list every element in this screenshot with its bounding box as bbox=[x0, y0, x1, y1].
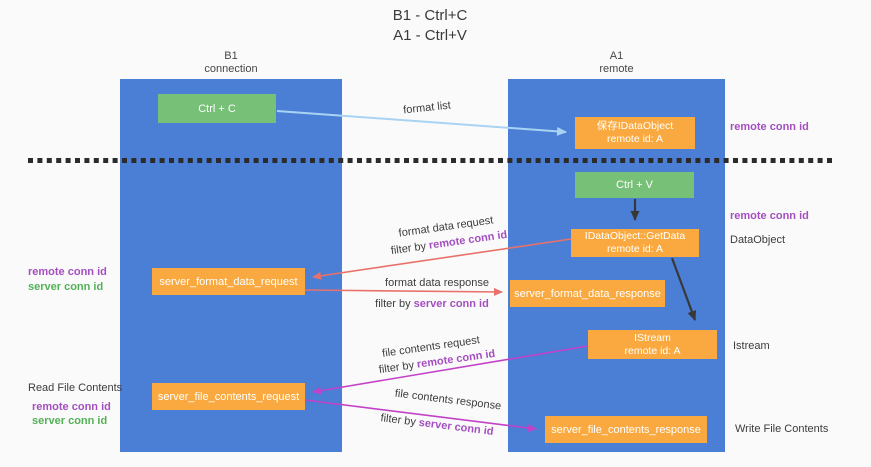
left-column-name: B1 bbox=[224, 50, 238, 62]
title-line-2: A1 - Ctrl+V bbox=[393, 27, 467, 44]
label-remote-conn-id-right-top: remote conn id bbox=[730, 121, 809, 133]
right-column-name: A1 bbox=[609, 50, 624, 62]
server-conn-id-text: server conn id bbox=[418, 416, 495, 438]
label-read-file-contents: Read File Contents bbox=[28, 382, 123, 394]
node-ctrl-c: Ctrl + C bbox=[158, 94, 276, 123]
left-column-header: B1 connection bbox=[120, 50, 342, 76]
node-server-file-contents-response: server_file_contents_response bbox=[545, 416, 707, 443]
edge-label-format-list: format list bbox=[402, 99, 452, 117]
filter-by-text: filter by bbox=[379, 412, 417, 429]
label-write-file-contents: Write File Contents bbox=[735, 423, 829, 435]
node-server-format-data-response: server_format_data_response bbox=[510, 280, 665, 307]
node-idataobject-getdata-line1: IDataObject::GetData bbox=[584, 230, 686, 242]
node-save-dataobject: 保存IDataObject remote id: A bbox=[575, 117, 695, 149]
right-column-header: A1 remote bbox=[508, 50, 725, 76]
node-save-dataobject-line2: remote id: A bbox=[606, 133, 664, 145]
node-ctrl-v: Ctrl + V bbox=[575, 172, 694, 198]
title-line-1: B1 - Ctrl+C bbox=[392, 7, 468, 24]
label-dataobject: DataObject bbox=[730, 234, 786, 246]
edge-label-format-data-response: format data response bbox=[385, 277, 489, 289]
node-server-format-data-request: server_format_data_request bbox=[152, 268, 305, 295]
label-remote-conn-id-left-bottom: remote conn id bbox=[32, 401, 111, 413]
label-remote-conn-id-right-mid: remote conn id bbox=[730, 210, 809, 222]
edge-label-file-contents-response: file contents response bbox=[394, 387, 502, 413]
label-istream: Istream bbox=[733, 340, 770, 352]
label-server-conn-id-left-bottom: server conn id bbox=[32, 415, 108, 427]
label-server-conn-id-left: server conn id bbox=[28, 281, 104, 293]
node-save-dataobject-line1: 保存IDataObject bbox=[596, 120, 674, 132]
filter-by-text: filter by bbox=[390, 240, 427, 258]
label-remote-conn-id-left: remote conn id bbox=[28, 266, 107, 278]
filter-by-text: filter by bbox=[378, 359, 415, 377]
node-istream: IStream remote id: A bbox=[588, 330, 717, 359]
left-column-role: connection bbox=[204, 63, 258, 75]
right-column-role: remote bbox=[599, 63, 634, 75]
node-server-file-contents-request: server_file_contents_request bbox=[152, 383, 305, 410]
filter-by-text: filter by bbox=[375, 298, 411, 310]
node-idataobject-getdata: IDataObject::GetData remote id: A bbox=[571, 229, 699, 257]
node-istream-line1: IStream bbox=[634, 331, 671, 344]
node-istream-line2: remote id: A bbox=[624, 344, 681, 357]
diagram-title: B1 - Ctrl+C A1 - Ctrl+V bbox=[300, 6, 560, 46]
node-idataobject-getdata-line2: remote id: A bbox=[606, 243, 664, 255]
server-conn-id-text: server conn id bbox=[413, 298, 489, 310]
